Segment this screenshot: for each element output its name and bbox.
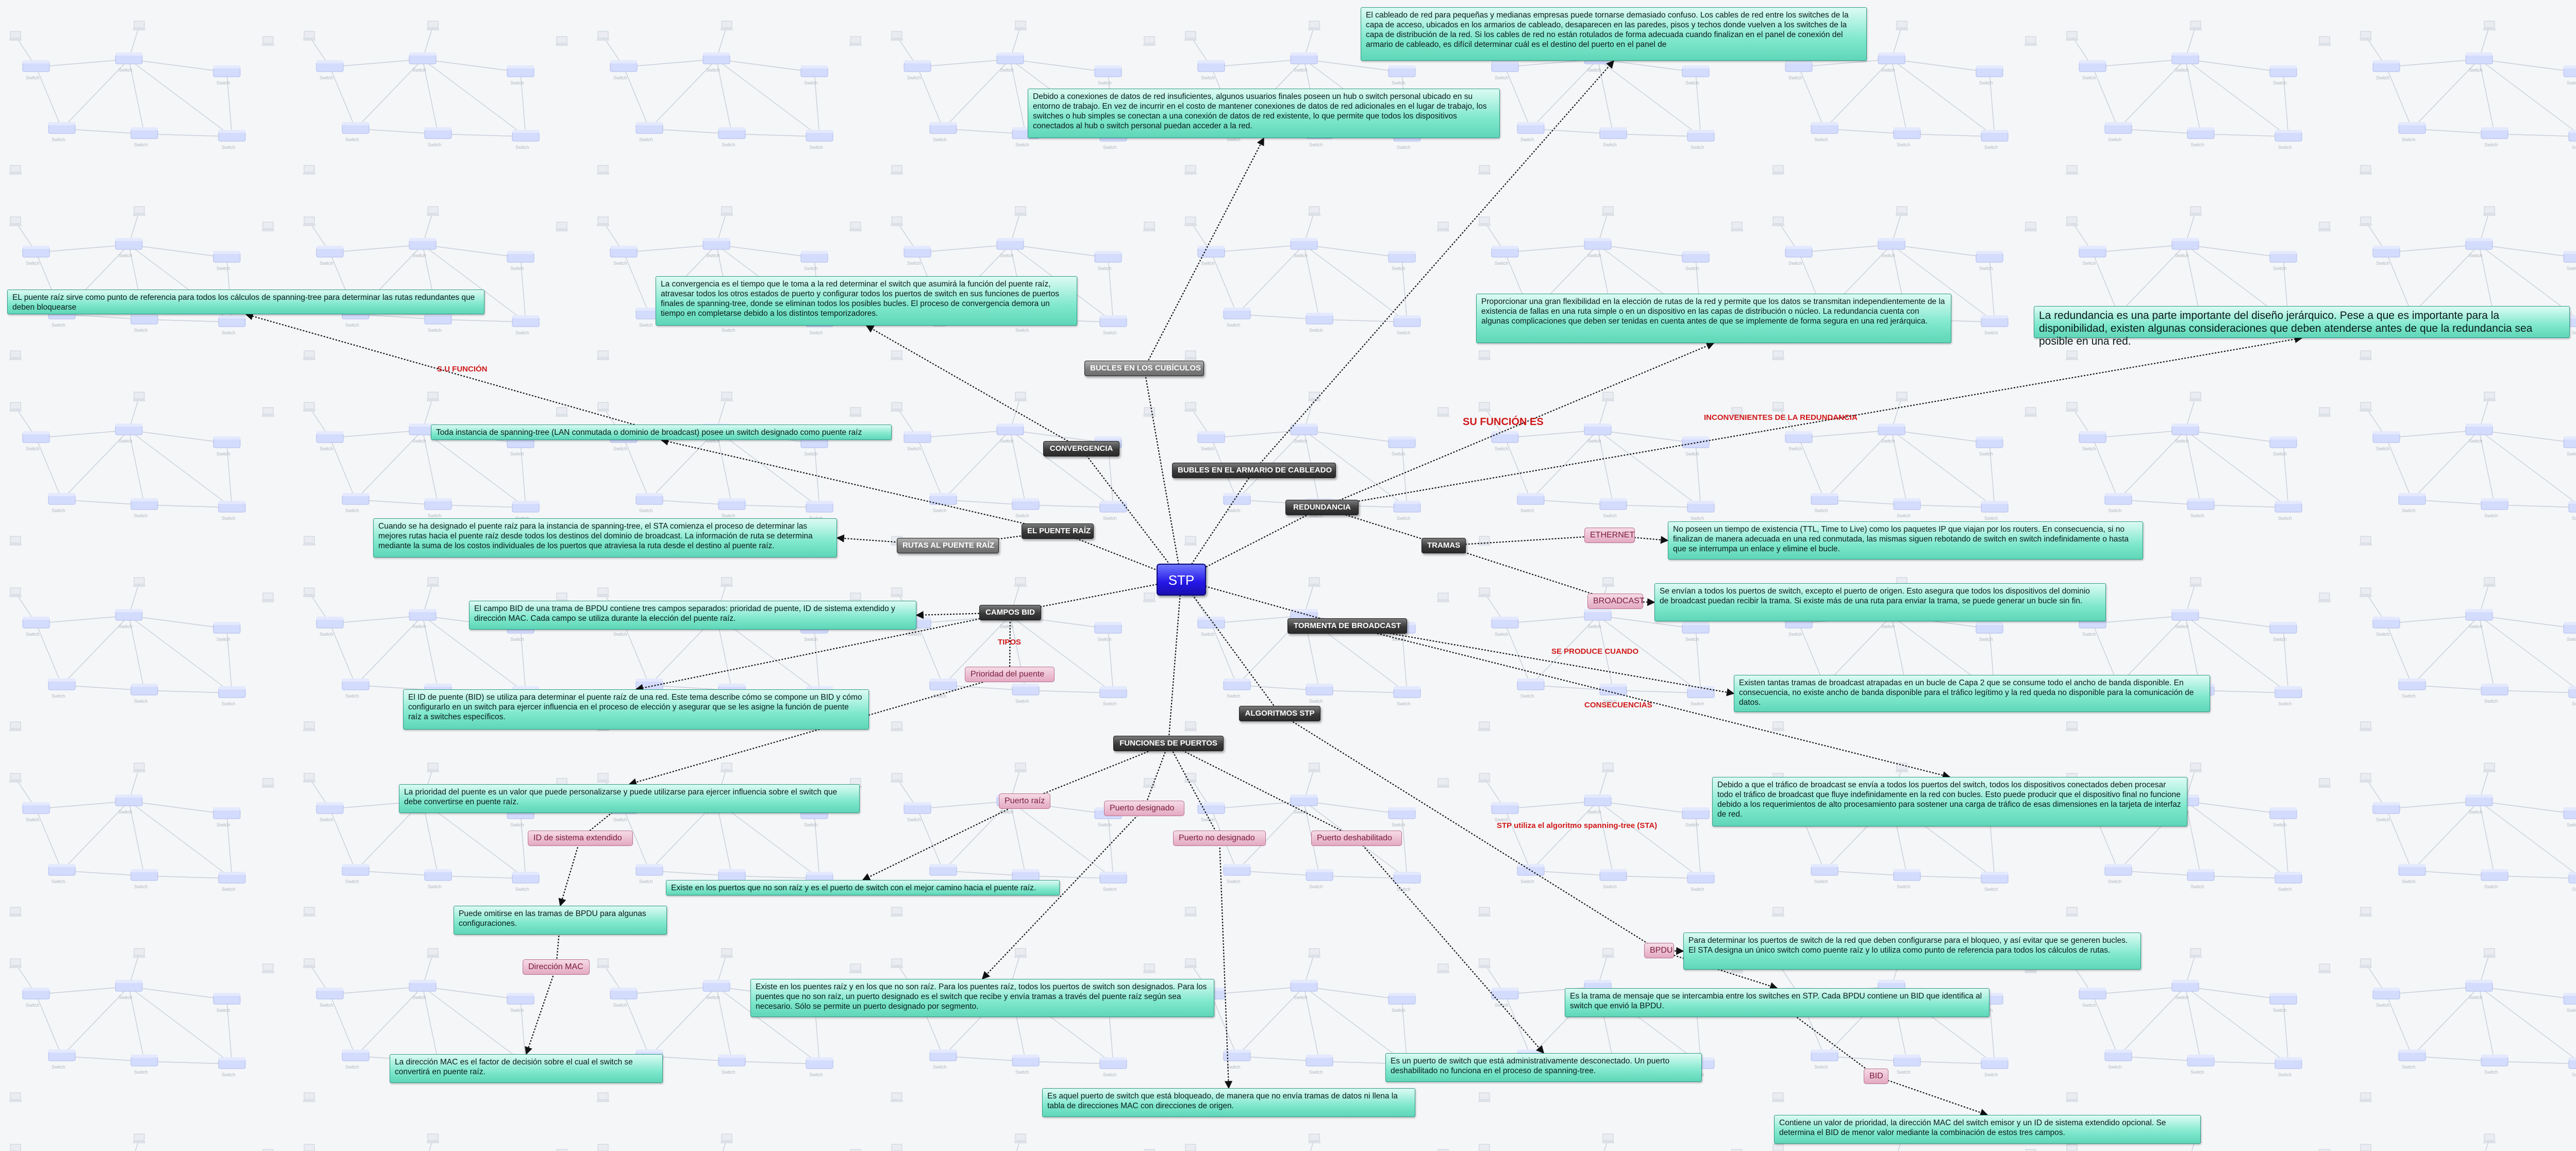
note-prioridad: La prioridad del puente es un valor que … <box>399 784 860 813</box>
connector-node-puerto-no-designado-to-note-bloqueado <box>1218 838 1233 1089</box>
connector-root-node-stp-to-branch-bucles-armario <box>1181 469 1254 580</box>
node-puerto-designado[interactable]: Puerto designado <box>1104 801 1184 816</box>
note-redundancia: La redundancia es una parte importante d… <box>2034 306 2570 347</box>
note-deshabilitado: Es un puerto de switch que está administ… <box>1385 1053 1702 1082</box>
note-instancia: Toda instancia de spanning-tree (LAN con… <box>431 425 892 440</box>
connector-branch-funciones-puertos-to-node-puerto-no-designado <box>1168 743 1220 839</box>
note-campo-bid: El campo BID de una trama de BPDU contie… <box>469 601 916 630</box>
note-referencia: EL puente raíz sirve como punto de refer… <box>7 290 484 314</box>
branch-bucles-armario[interactable]: BUBLES EN EL ARMARIO DE CABLEADO <box>1172 463 1336 478</box>
node-puerto-raiz[interactable]: Puerto raíz <box>999 793 1050 809</box>
note-trama-mensaje: Es la trama de mensaje que se intercambi… <box>1565 988 1989 1017</box>
branch-puente-raiz[interactable]: EL PUENTE RAÍZ <box>1022 523 1094 539</box>
note-tantas: Existen tantas tramas de broadcast atrap… <box>1734 675 2210 712</box>
node-broadcast[interactable]: BROADCAST <box>1587 594 1645 609</box>
node-bpdu[interactable]: BPDU <box>1644 943 1674 958</box>
label-se-produce: SE PRODUCE CUANDO <box>1551 647 1639 656</box>
label-su-funcion-1: S U FUNCIÓN <box>437 365 488 374</box>
connector-branch-bucles-cubiculos-to-note-conexiones <box>1144 137 1264 369</box>
branch-bucles-cubiculos[interactable]: BUCLES EN LOS CUBÍCULOS <box>1084 361 1204 376</box>
connector-note-instancia-to-note-referencia <box>245 312 662 433</box>
label-inconvenientes: INCONVENIENTES DE LA REDUNDANCIA <box>1704 413 1858 422</box>
note-convergencia: La convergencia es el tiempo que le toma… <box>656 276 1077 326</box>
note-conexiones: Debido a conexiones de datos de red insu… <box>1028 89 1500 138</box>
connector-branch-tramas-to-node-broadcast <box>1443 545 1616 603</box>
connector-root-node-stp-to-branch-campos-bid <box>1009 579 1182 615</box>
node-puerto-deshabilitado[interactable]: Puerto deshabilitado <box>1311 831 1402 846</box>
note-envian: Se envían a todos los puertos de switch,… <box>1654 583 2106 621</box>
connector-branch-bucles-armario-to-note-cableado <box>1253 60 1615 471</box>
note-mejor-camino: Existe en los puertos que no son raíz y … <box>666 880 1060 895</box>
note-id-puente: El ID de puente (BID) se utiliza para de… <box>403 689 869 730</box>
branch-redundancia[interactable]: REDUNDANCIA <box>1285 500 1359 515</box>
node-bid[interactable]: BID <box>1864 1069 1888 1084</box>
connector-branch-funciones-puertos-to-node-puerto-raiz <box>1024 742 1169 802</box>
connector-node-direccion-mac-to-note-mac-factor <box>525 967 557 1055</box>
connector-node-puerto-designado-to-note-designados <box>981 808 1145 980</box>
root-node-stp[interactable]: STP <box>1157 564 1206 596</box>
branch-convergencia[interactable]: CONVERGENCIA <box>1043 441 1119 456</box>
connector-branch-funciones-puertos-to-node-puerto-designado <box>1143 743 1169 809</box>
note-mac-factor: La dirección MAC es el factor de decisió… <box>390 1054 663 1083</box>
connector-node-bid-to-note-valor-prioridad <box>1876 1075 1988 1116</box>
branch-campos-bid[interactable]: CAMPOS BID <box>979 605 1041 620</box>
connector-branch-tormenta-broadcast-to-note-tantas <box>1347 625 1735 697</box>
connector-root-node-stp-to-branch-funciones-puertos <box>1165 579 1182 744</box>
connector-node-puerto-deshabilitado-to-note-deshabilitado <box>1356 838 1545 1054</box>
connector-branch-tormenta-broadcast-to-note-trafico <box>1347 625 1951 780</box>
connector-branch-funciones-puertos-to-node-puerto-deshabilitado <box>1168 743 1358 839</box>
connector-branch-puente-raiz-to-note-instancia <box>660 437 1058 532</box>
note-flexibilidad: Proporcionar una gran flexibilidad en la… <box>1476 294 1951 343</box>
connector-root-node-stp-to-branch-algoritmos-stp <box>1181 579 1280 715</box>
branch-algoritmos-stp[interactable]: ALGORITMOS STP <box>1239 706 1320 721</box>
node-ethernet[interactable]: ETHERNET <box>1584 528 1635 543</box>
node-puerto-no-designado[interactable]: Puerto no designado <box>1173 831 1266 846</box>
connector-node-puerto-raiz-to-note-mejor-camino <box>862 801 1025 881</box>
branch-funciones-puertos[interactable]: FUNCIONES DE PUERTOS <box>1113 736 1224 751</box>
connector-branch-redundancia-to-note-flexibilidad <box>1322 342 1715 509</box>
note-bloqueado: Es aquel puerto de switch que está bloqu… <box>1042 1088 1415 1117</box>
connector-root-node-stp-to-branch-convergencia <box>1081 448 1182 580</box>
label-su-funcion-2: SU FUNCIÓN ES <box>1463 416 1544 428</box>
connector-node-id-sistema-extendido-to-note-omitirse <box>558 838 581 907</box>
note-trafico: Debido a que el tráfico de broadcast se … <box>1712 777 2187 826</box>
label-consecuencias: CONSECUENCIAS <box>1584 701 1652 709</box>
note-designados: Existe en los puentes raíz y en los que … <box>750 979 1214 1017</box>
note-rutas: Cuando se ha designado el puente raíz pa… <box>373 518 837 557</box>
note-omitirse: Puede omitirse en las tramas de BPDU par… <box>454 906 667 935</box>
branch-tormenta-broadcast[interactable]: TORMENTA DE BROADCAST <box>1287 618 1407 634</box>
branch-tramas[interactable]: TRAMAS <box>1421 538 1466 553</box>
connector-note-trama-mensaje-to-node-bid <box>1777 1002 1877 1077</box>
node-prioridad-puente[interactable]: Prioridad del puente <box>965 667 1055 682</box>
note-ttl: No poseen un tiempo de existencia (TTL, … <box>1668 521 2143 560</box>
note-determinar: Para determinar los puertos de switch de… <box>1683 933 2141 970</box>
note-valor-prioridad: Contiene un valor de prioridad, la direc… <box>1774 1115 2201 1144</box>
branch-rutas[interactable]: RUTAS AL PUENTE RAÍZ <box>897 538 999 553</box>
connector-branch-convergencia-to-note-convergencia <box>865 325 1082 449</box>
label-tipos: TIPOS <box>998 638 1022 647</box>
connector-branch-algoritmos-stp-to-node-bpdu <box>1279 713 1660 951</box>
note-cableado: El cableado de red para pequeñas y media… <box>1361 7 1867 61</box>
node-id-sistema-extendido[interactable]: ID de sistema extendido <box>528 831 633 846</box>
label-stp-utiliza: STP utiliza el algoritmo spanning-tree (… <box>1497 821 1658 830</box>
node-direccion-mac[interactable]: Dirección MAC <box>523 959 590 975</box>
